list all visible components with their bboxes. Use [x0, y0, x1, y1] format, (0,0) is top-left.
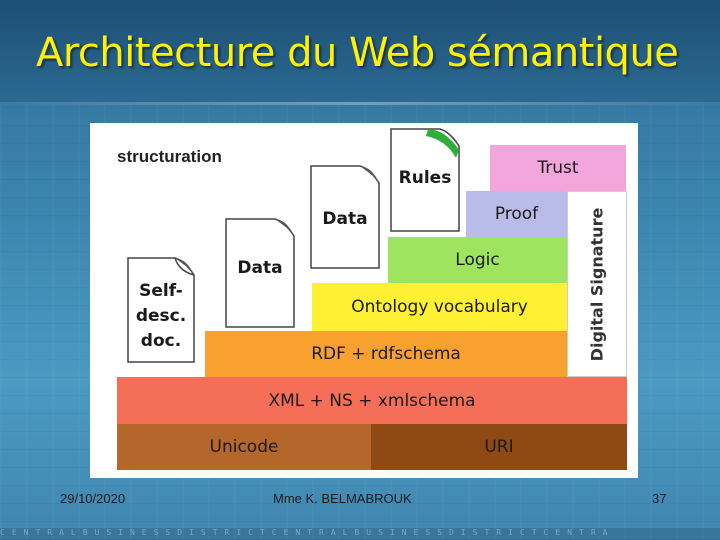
self-desc-line2: desc. [135, 306, 187, 326]
document-icon [310, 165, 380, 269]
slide-title: Architecture du Web sémantique [36, 30, 679, 76]
document-icon [390, 128, 460, 232]
trust-layer: Trust [490, 145, 626, 191]
proof-layer: Proof [466, 191, 567, 237]
xml-layer: XML + NS + xmlschema [117, 377, 627, 424]
bottom-decorative-strip: CENTRALBUSINESSDISTRICTCENTRALBUSINESSDI… [0, 528, 720, 540]
footer-date: 29/10/2020 [60, 491, 126, 506]
self-desc-line1: Self- [139, 281, 183, 301]
data-doc-2-label: Data [322, 209, 368, 229]
self-desc-doc: Self- desc. doc. [127, 257, 195, 363]
self-desc-line3: doc. [140, 331, 182, 351]
digital-signature-label: Digital Signature [587, 207, 607, 361]
digital-signature-layer: Digital Signature [567, 191, 627, 377]
title-band [0, 0, 720, 105]
footer-author: Mme K. BELMABROUK [273, 491, 412, 506]
unicode-layer: Unicode [117, 424, 371, 470]
rules-doc-label: Rules [398, 168, 452, 188]
architecture-diagram: structuration Self- desc. doc. Data Data… [90, 123, 638, 478]
ontology-layer: Ontology vocabulary [312, 283, 567, 331]
document-icon [225, 218, 295, 328]
rules-doc: Rules [390, 128, 460, 232]
structuration-label: structuration [117, 147, 222, 166]
footer-page-number: 37 [652, 491, 667, 506]
document-icon [127, 257, 195, 363]
uri-layer: URI [371, 424, 627, 470]
data-doc-2: Data [310, 165, 380, 269]
rdf-layer: RDF + rdfschema [205, 331, 567, 377]
data-doc-1: Data [225, 218, 295, 328]
data-doc-1-label: Data [237, 258, 283, 278]
logic-layer: Logic [388, 237, 567, 283]
